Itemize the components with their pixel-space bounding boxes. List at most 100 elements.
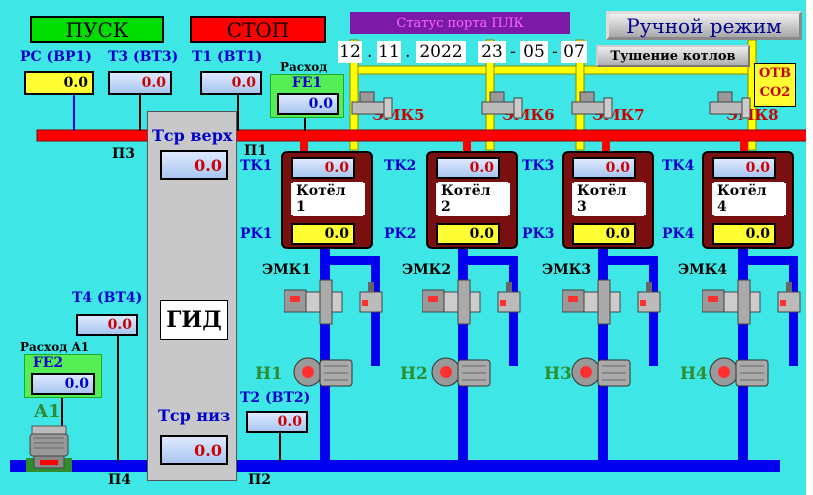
boiler4-pump-label: H4 [680,364,708,384]
stop-button[interactable]: СТОП [190,16,326,43]
boiler1-temperature: 0.0 [291,157,355,179]
co2-release-indicator: OTB CO2 [754,63,796,107]
boiler4-body[interactable]: 0.0 Котёл 4 0.0 [702,151,794,249]
date-month: 11 [377,41,401,63]
boiler2-rk-label: PK2 [384,226,417,242]
co2-riser-1 [349,39,359,151]
boiler4-name: Котёл 4 [714,182,784,216]
boiler4-return-valve-label: ЭМК4 [678,262,728,278]
gid-bottom-temp-value: 0.0 [160,435,228,465]
boiler3-return-valve-label: ЭМК3 [542,262,592,278]
t3-sensor-value: 0.0 [108,71,172,95]
pump-a1-icon[interactable] [26,424,72,470]
t2-sensor-label: T2 (BT2) [240,390,311,406]
boiler1-name-plate: Котёл 1 [291,182,365,216]
pressure-sensor-label: PC (BP1) [20,49,92,65]
t4-sensor-label: T4 (BT4) [72,290,143,306]
gid-top-temp-label: Тср верх [152,126,233,145]
date-separator: . [405,42,411,62]
boiler2-name-plate: Котёл 2 [436,182,510,216]
date-separator: . [367,42,373,62]
boiler4-name-plate: Котёл 4 [712,182,786,216]
boiler2-name: Котёл 2 [438,182,508,216]
boiler3-temperature: 0.0 [572,157,636,179]
pump-a1-label: A1 [34,401,61,422]
gid-bottom-temp-label: Тср низ [158,406,231,425]
boiler2-temperature: 0.0 [436,157,500,179]
t1-sensor-label: T1 (BT1) [192,49,263,65]
point-p4: П4 [108,472,131,488]
boiler2-return-valve-icon[interactable] [422,278,532,328]
point-p2: П2 [248,472,271,488]
boiler2-pressure: 0.0 [436,223,500,245]
hot-drop-1 [300,138,308,158]
boiler3-return-valve-icon[interactable] [562,278,672,328]
co2-header-pipe [351,65,753,75]
boiler4-co2-valve-icon[interactable] [708,90,752,120]
extinguish-boilers-button[interactable]: Тушение котлов [596,45,750,67]
flow2-panel: FE2 0.0 [24,354,102,398]
t4-sensor-value: 0.0 [76,314,138,336]
boiler1-co2-valve-icon[interactable] [350,90,394,120]
point-p3: П3 [112,146,135,162]
boiler4-return-valve-icon[interactable] [702,278,812,328]
flow1-value: 0.0 [277,93,339,115]
boiler3-pump-label: H3 [544,364,572,384]
t2-sensor-value: 0.0 [246,411,308,433]
manual-mode-button[interactable]: Ручной режим [606,11,802,40]
boiler3-pump-icon[interactable] [570,352,634,392]
boiler1-return-valve-icon[interactable] [284,278,394,328]
boiler1-body[interactable]: 0.0 Котёл 1 0.0 [281,151,373,249]
boiler4-temperature: 0.0 [712,157,776,179]
boiler3-pressure: 0.0 [572,223,636,245]
co2-line1: OTB [759,66,791,81]
boiler3-body[interactable]: 0.0 Котёл 3 0.0 [562,151,654,249]
date-day: 12 [338,41,362,63]
pressure-sensor-value: 0.0 [24,71,94,95]
t1-sensor-value: 0.0 [200,71,262,95]
flow2-caption: Расход A1 [20,340,90,354]
flow2-name: FE2 [32,355,64,371]
flow1-panel: FE1 0.0 [270,74,344,118]
time-seconds: 07 [561,41,587,63]
boiler1-return-valve-label: ЭМК1 [262,262,312,278]
boiler2-co2-valve-icon[interactable] [480,90,524,120]
co2-line2: CO2 [759,85,791,100]
boiler4-tk-label: TK4 [662,158,695,174]
cold-header-pipe [10,460,780,472]
boiler2-return-valve-label: ЭМК2 [402,262,452,278]
boiler3-name: Котёл 3 [574,182,644,216]
t3-sensor-label: T3 (BT3) [108,49,179,65]
gid-top-temp-value: 0.0 [160,150,228,180]
boiler4-pump-icon[interactable] [708,352,772,392]
time-minutes: 05 [520,41,548,63]
boiler4-rk-label: PK4 [662,226,695,242]
time-separator: - [510,42,516,62]
boiler2-body[interactable]: 0.0 Котёл 2 0.0 [426,151,518,249]
hot-drop-4 [740,138,748,158]
boiler3-co2-valve-icon[interactable] [570,90,614,120]
plc-status-indicator: Статус порта ПЛК [350,12,570,34]
boiler1-pump-label: H1 [255,364,283,384]
hot-drop-2 [463,138,471,158]
boiler1-tk-label: TK1 [240,158,273,174]
boiler3-name-plate: Котёл 3 [572,182,646,216]
start-button[interactable]: ПУСК [30,16,164,43]
boiler1-pump-icon[interactable] [292,352,356,392]
gid-title: ГИД [160,300,228,340]
time-hours: 23 [478,41,506,63]
boiler3-rk-label: PK3 [522,226,555,242]
hot-drop-3 [602,138,610,158]
flow2-value: 0.0 [31,373,95,395]
boiler4-pressure: 0.0 [712,223,776,245]
boiler2-pump-icon[interactable] [430,352,494,392]
boiler1-name: Котёл 1 [293,182,363,216]
boiler1-pressure: 0.0 [291,223,355,245]
point-p1: П1 [244,143,267,159]
time-separator: - [552,42,558,62]
boiler3-tk-label: TK3 [522,158,555,174]
flow1-name: FE1 [291,75,323,91]
window-right-edge [806,0,813,495]
boiler2-tk-label: TK2 [384,158,417,174]
